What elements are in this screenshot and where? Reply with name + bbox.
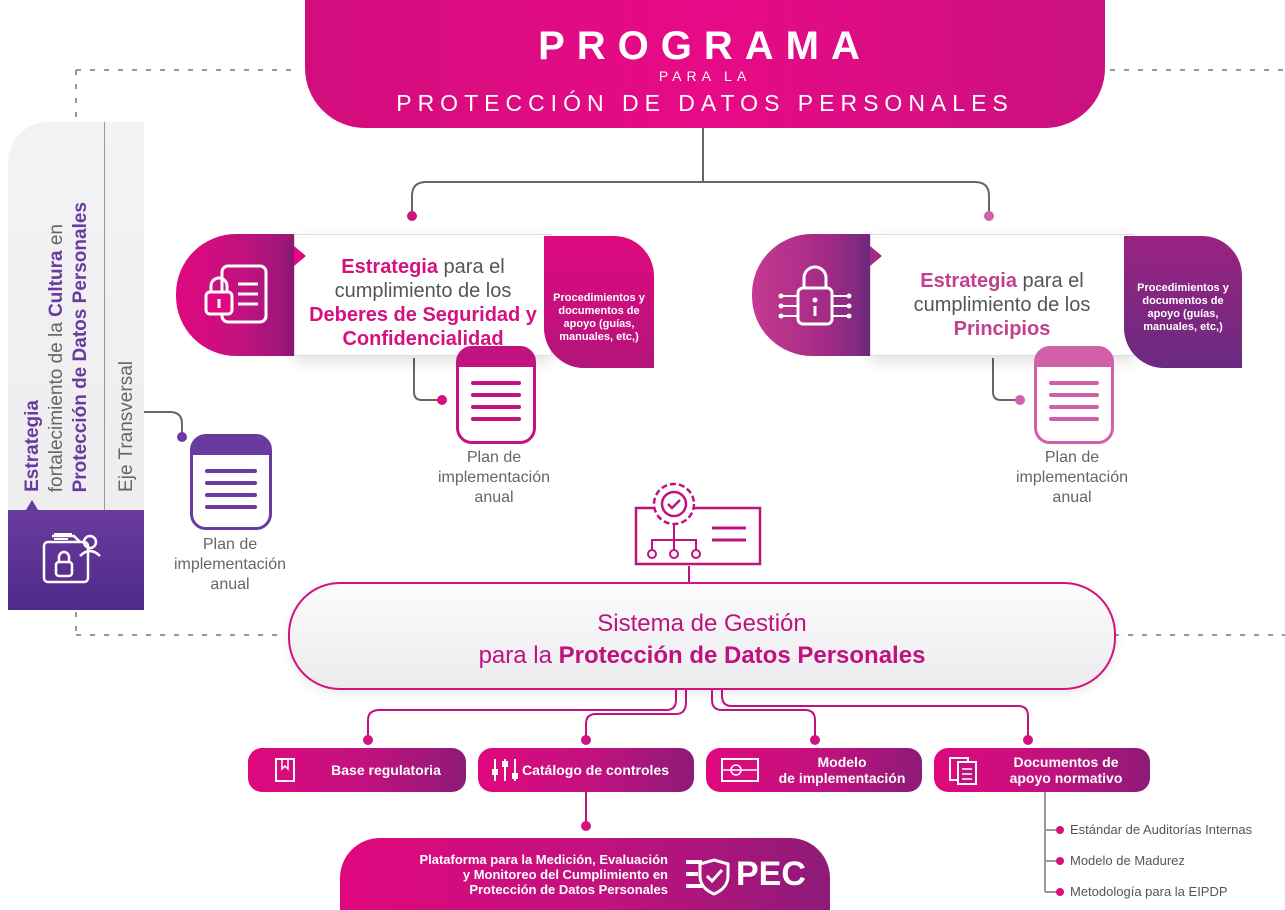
book-icon xyxy=(275,758,295,782)
management-gear-icon xyxy=(634,482,762,566)
culture-strategy-subject: Protección de Datos Personales xyxy=(70,201,91,492)
principles-support-docs: Procedimientos y documentos de apoyo (gu… xyxy=(1124,236,1242,368)
lock-document-icon xyxy=(204,264,268,324)
bullet-dot xyxy=(1056,826,1064,834)
plan-doc-icon xyxy=(456,346,536,444)
band-pointer xyxy=(26,500,38,510)
band-footer xyxy=(8,510,144,610)
security-strategy-card: Estrategia para el cumplimiento de los D… xyxy=(294,234,552,356)
principles-strategy-card: Estrategia para el cumplimiento de los P… xyxy=(870,234,1134,356)
plan-doc-icon xyxy=(1034,346,1114,444)
card-pointer xyxy=(870,246,882,266)
bullet-dot xyxy=(1056,888,1064,896)
culture-strategy-band: Estrategia fortalecimiento de la Cultura… xyxy=(8,122,144,610)
sub-item: Modelo de Madurez xyxy=(1070,853,1185,868)
culture-strategy-line: fortalecimiento de la Cultura en xyxy=(46,223,67,492)
sliders-icon xyxy=(492,759,518,781)
sub-item: Metodología para la EIPDP xyxy=(1070,884,1228,899)
program-subtitle: PARA LA xyxy=(658,68,752,84)
catalogo-controles-pill: Catálogo de controles xyxy=(478,748,694,792)
program-title: PROGRAMA xyxy=(538,24,872,68)
folder-lock-icon xyxy=(42,533,101,584)
security-support-docs: Procedimientos y documentos de apoyo (gu… xyxy=(544,236,654,368)
plan-doc-icon xyxy=(190,434,272,530)
base-regulatoria-pill: Base regulatoria xyxy=(248,748,466,792)
pec-logo: PEC xyxy=(736,855,806,893)
blueprint-icon xyxy=(721,758,759,782)
program-header: PROGRAMA PARA LA PROTECCIÓN DE DATOS PER… xyxy=(305,0,1105,128)
sub-item: Estándar de Auditorías Internas xyxy=(1070,822,1253,837)
bullet-dot xyxy=(1056,857,1064,865)
security-strategy-icon-block xyxy=(176,234,300,356)
documents-icon xyxy=(949,757,977,785)
shield-check-icon xyxy=(686,858,730,896)
band-divider xyxy=(104,122,105,510)
management-system: Sistema de Gestión para la Protección de… xyxy=(288,582,1116,690)
program-subtitle-2: PROTECCIÓN DE DATOS PERSONALES xyxy=(396,90,1014,116)
lock-circuit-icon xyxy=(778,265,852,326)
transversal-axis-label: Eje Transversal xyxy=(116,361,137,492)
management-system-subtitle: para la Protección de Datos Personales xyxy=(478,642,926,669)
culture-strategy-title: Estrategia xyxy=(22,400,43,492)
principles-strategy-icon-block xyxy=(752,234,876,356)
management-system-title: Sistema de Gestión xyxy=(597,610,807,637)
card-pointer xyxy=(294,246,306,266)
